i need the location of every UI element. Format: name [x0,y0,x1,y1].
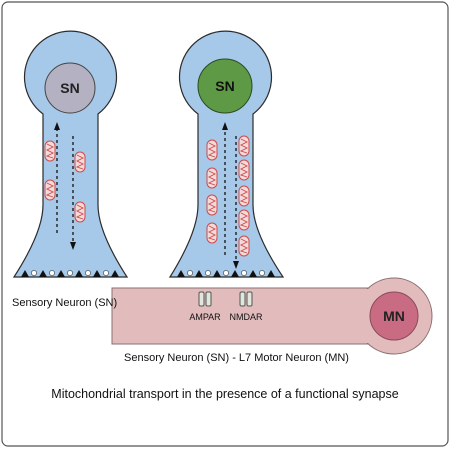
sensory-neuron-left: SN [12,30,129,278]
nmdar-subunit [239,291,246,307]
sensory-neuron-left-soma [44,62,96,114]
synaptic-active-zone [195,270,203,277]
synaptic-active-zone [231,270,239,277]
mitochondrion-cristae [75,154,85,170]
mitochondrion-cristae [239,212,249,228]
mitochondrion-cristae [239,238,249,254]
mitochondrion-cristae [239,138,249,154]
mitochondrion-cristae [239,188,249,204]
synaptic-vesicle [49,270,55,276]
ampar-subunit [205,291,212,307]
synaptic-active-zone [57,270,65,277]
synaptic-terminal-right [177,270,275,277]
mitochondrion-cristae [75,204,85,220]
synaptic-vesicle [31,270,37,276]
mitochondrion-cristae [207,197,217,213]
nmdar-label: NMDAR [230,312,263,322]
anterograde-arrowhead-left [70,242,76,250]
synaptic-active-zone [39,270,47,277]
sensory-neuron-right-soma-label: SN [215,78,234,94]
synaptic-vesicle [67,270,73,276]
synaptic-vesicle [103,270,109,276]
nmdar-subunit [246,291,253,307]
synaptic-active-zone [267,270,275,277]
synaptic-terminal-left [21,270,119,277]
sensory-neuron-right: SN [168,30,285,278]
sensory-neuron-left-body [12,30,129,278]
mitochondrion-cristae [239,162,249,178]
mitochondrion-cristae [207,142,217,158]
synaptic-active-zone [111,270,119,277]
anterograde-arrowhead-right [233,261,239,269]
mitochondrion-cristae [45,143,55,159]
mitochondria-right [206,135,250,257]
synaptic-vesicle [205,270,211,276]
synaptic-active-zone [213,270,221,277]
synaptic-vesicle [187,270,193,276]
synaptic-active-zone [93,270,101,277]
sensory-neuron-left-soma-label: SN [60,80,79,96]
ampar-label: AMPAR [189,312,221,322]
ampar-receptor: AMPAR [189,291,221,322]
mitochondrion-cristae [207,225,217,241]
figure-caption: Mitochondrial transport in the presence … [51,387,398,401]
synaptic-vesicle [241,270,247,276]
synaptic-active-zone [249,270,257,277]
mitochondria-left [44,140,86,223]
sensory-neuron-right-body [168,30,285,278]
retrograde-arrowhead-right [222,122,228,130]
synaptic-vesicle [259,270,265,276]
synaptic-vesicle [223,270,229,276]
mitochondrion-cristae [207,170,217,186]
ampar-subunit [198,291,205,307]
synaptic-active-zone [75,270,83,277]
synaptic-vesicle [85,270,91,276]
nmdar-receptor: NMDAR [230,291,263,322]
synaptic-active-zone [177,270,185,277]
sensory-neuron-caption: Sensory Neuron (SN) [12,297,117,309]
sensory-neuron-right-soma [197,58,253,114]
motor-neuron: MN [111,277,433,355]
motor-neuron-label: MN [383,308,405,324]
synaptic-active-zone [21,270,29,277]
motor-neuron-soma [369,291,419,341]
mitochondrion-cristae [45,182,55,198]
sn-mn-caption: Sensory Neuron (SN) - L7 Motor Neuron (M… [124,352,349,364]
retrograde-arrowhead-left [54,122,60,130]
